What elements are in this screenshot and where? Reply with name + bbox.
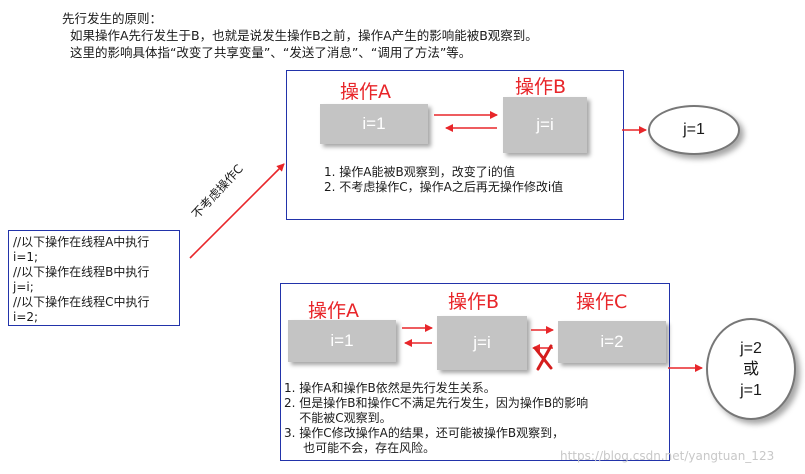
bottom-result-or: 或 xyxy=(742,360,759,378)
bottom-block-c: i=2 xyxy=(558,321,666,363)
code-box: //以下操作在线程A中执行 i=1; //以下操作在线程B中执行 j=i; //… xyxy=(8,230,180,326)
intro-text: 先行发生的原则： 如果操作A先行发生于B，也就是说发生操作B之前，操作A产生的影… xyxy=(62,10,538,61)
cross-mark-icon xyxy=(533,344,553,371)
bottom-block-b: j=i xyxy=(437,316,527,370)
intro-line-1: 先行发生的原则： xyxy=(62,11,163,26)
bottom-result-1: j=2 xyxy=(740,339,762,357)
bottom-block-a: i=1 xyxy=(288,320,396,362)
bottom-diagram-frame xyxy=(280,283,670,461)
bottom-notes: 1. 操作A和操作B依然是先行发生关系。 2. 但是操作B和操作C不满足先行发生… xyxy=(284,381,589,455)
top-block-b: j=i xyxy=(503,97,587,153)
top-label-a: 操作A xyxy=(340,81,391,103)
diagonal-arrow xyxy=(189,163,285,259)
bottom-label-c: 操作C xyxy=(576,291,628,313)
bottom-label-a: 操作A xyxy=(308,300,359,322)
top-block-a: i=1 xyxy=(320,104,428,144)
top-label-b: 操作B xyxy=(515,76,567,98)
bottom-label-b: 操作B xyxy=(448,291,500,313)
bottom-result-circle: j=2 或 j=1 xyxy=(706,318,796,420)
top-notes: 1. 操作A能被B观察到，改变了i的值 2. 不考虑操作C，操作A之后再无操作修… xyxy=(324,165,564,194)
top-result: j=1 xyxy=(683,121,705,138)
watermark: https://blog.csdn.net/yangtuan_123 xyxy=(560,449,775,463)
intro-line-3: 这里的影响具体指“改变了共享变量”、“发送了消息”、“调用了方法”等。 xyxy=(62,45,472,60)
intro-line-2: 如果操作A先行发生于B，也就是说发生操作B之前，操作A产生的影响能被B观察到。 xyxy=(62,28,538,43)
top-result-circle: j=1 xyxy=(648,105,740,155)
bottom-result-2: j=1 xyxy=(740,381,762,399)
